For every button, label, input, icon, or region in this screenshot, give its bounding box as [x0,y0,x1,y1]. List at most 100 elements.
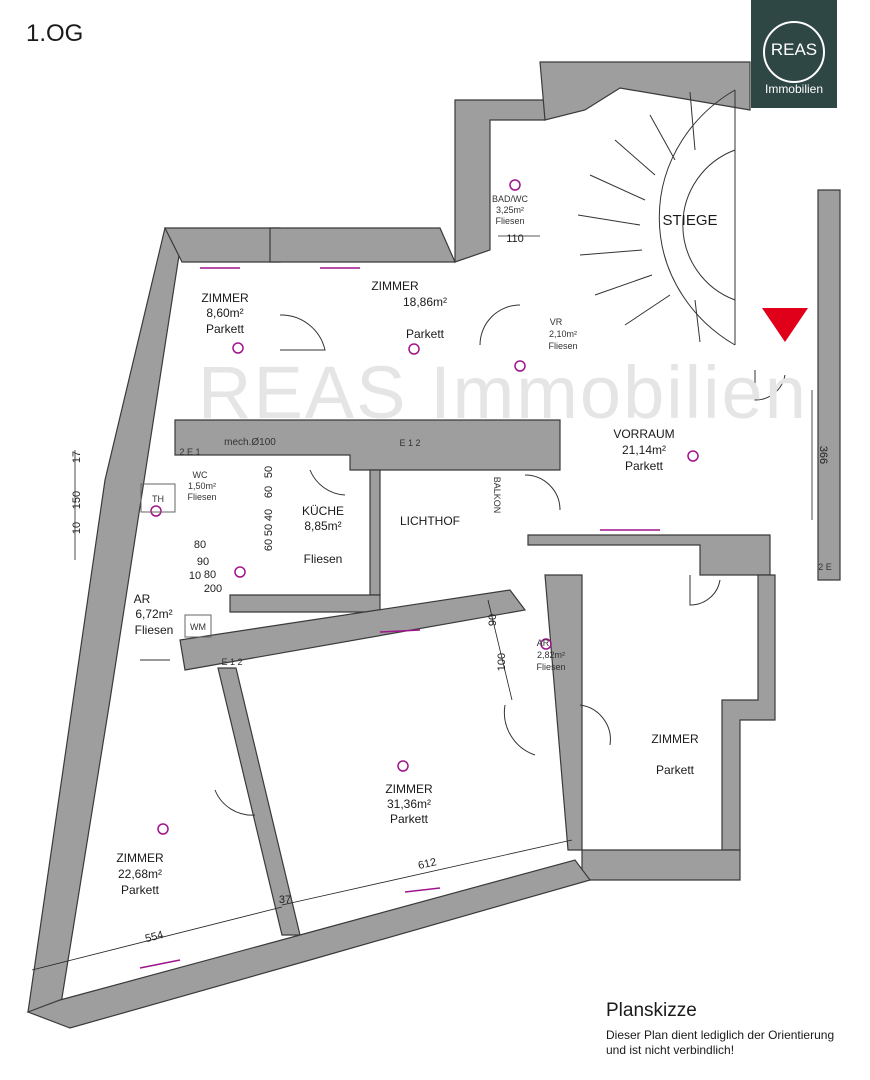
staircase [577,89,736,346]
kueche-floor: Fliesen [304,552,343,566]
dim-554: 554 [144,929,165,945]
dimension-labels: 110 366 17 150 10 90 100 612 554 37 200 … [71,233,829,945]
note-line-1: Dieser Plan dient lediglich der Orientie… [606,1028,835,1042]
kueche-name: KÜCHE [302,504,344,518]
bad-floor: Fliesen [495,216,524,226]
vorraum-name: VORRAUM [613,427,674,441]
wall-stairs-top [539,61,751,121]
vr-area: 2,10m² [549,329,577,339]
wall-top-zimmer2 [269,227,456,263]
zimmer4-floor: Parkett [390,812,429,826]
zimmer5-area: 22,68m² [118,867,162,881]
dimensions [31,235,813,971]
doors [140,304,786,816]
dim-80b: 80 [204,569,216,581]
dim-110: 110 [506,233,524,245]
zimmer2-floor: Parkett [406,327,445,341]
sockets-3: E 1 2 [221,657,242,667]
zimmer5-floor: Parkett [121,883,160,897]
dim-37: 37 [279,894,291,906]
door-zimmer1 [279,314,326,351]
wc-name: WC [193,470,208,480]
electrical-symbols [139,179,699,969]
wall-zimmer3-right [721,574,776,851]
vr-name: VR [550,317,563,327]
wall-ar2-right [544,574,583,851]
wall-balkon [369,469,381,596]
walls [26,61,841,1029]
wall-mid-1 [174,419,561,471]
ar2-floor: Fliesen [536,662,565,672]
wall-bad [454,99,546,263]
bad-area: 3,25m² [496,205,524,215]
dim-60b: 60 [263,486,275,498]
dim-17: 17 [71,451,83,463]
watermark: REAS Immobilien [198,351,808,434]
logo-title: REAS [770,40,818,59]
zimmer2-area: 18,86m² [403,295,447,309]
dim-10b: 10 [189,570,201,582]
note-title: Planskizze [606,1000,697,1021]
room-labels: ZIMMER 8,60m² Parkett ZIMMER 18,86m² Par… [116,194,717,897]
logo: REAS Immobilien [751,0,837,108]
dim-200: 200 [204,583,222,595]
zimmer2-name: ZIMMER [371,279,419,293]
wall-kueche-bottom [229,594,381,613]
ar2-name: AR [537,638,550,648]
door-kueche [309,469,346,496]
door-zimmer2 [479,304,521,346]
ar1-floor: Fliesen [135,623,174,637]
wm-box [184,614,212,638]
sockets-2: E 1 2 [399,438,420,448]
stair-inner-arc [682,149,736,301]
vorraum-floor: Parkett [625,459,664,473]
dim-10: 10 [71,522,83,534]
door-zimmer4-b [579,704,611,746]
zimmer1-floor: Parkett [206,322,245,336]
dim-90: 90 [487,614,499,626]
vr-floor: Fliesen [548,341,577,351]
logo-subtitle: Immobilien [764,82,824,96]
wall-right [817,189,841,581]
logo-circle [763,21,825,83]
dim-50a: 50 [263,466,275,478]
zimmer3-name: ZIMMER [651,732,699,746]
stair-outer-arc [658,89,736,346]
ar1-name: AR [134,592,151,606]
lichthof-name: LICHTHOF [400,514,460,528]
wall-mid-2 [527,534,771,576]
plan-note: Planskizze Dieser Plan dient lediglich d… [606,1000,834,1058]
floor-label: 1.OG [26,20,84,47]
wall-bottom-right [581,849,741,881]
th-box [140,483,176,513]
mech-label: mech.Ø100 [224,437,276,448]
wm-label: WM [190,622,206,632]
zimmer4-name: ZIMMER [385,782,433,796]
door-zimmer4-a [503,704,536,756]
dim-366: 366 [817,446,829,464]
wc-area: 1,50m² [188,481,216,491]
zimmer5-name: ZIMMER [116,851,164,865]
wall-top-zimmer1 [164,227,281,263]
sockets-1: 2 E 1 [179,447,200,457]
note-line-2: und ist nicht verbindlich! [606,1043,735,1057]
stiege-name: STIEGE [662,212,717,229]
kueche-area: 8,85m² [304,519,341,533]
dim-50b: 50 [263,524,275,536]
vorraum-area: 21,14m² [622,443,666,457]
zimmer1-area: 8,60m² [206,306,243,320]
dim-40: 40 [263,509,275,521]
door-balkon [524,474,561,511]
wc-floor: Fliesen [187,492,216,502]
zimmer3-floor: Parkett [656,763,695,777]
entrance-marker [762,308,808,342]
zimmer1-name: ZIMMER [201,291,249,305]
balkon-name: BALKON [492,477,502,514]
dim-60a: 60 [263,539,275,551]
dim-80a: 80 [194,539,206,551]
dim-150: 150 [71,491,83,509]
wall-bottom [26,859,592,1029]
door-zimmer5 [214,789,256,816]
dim-612: 612 [417,856,438,872]
